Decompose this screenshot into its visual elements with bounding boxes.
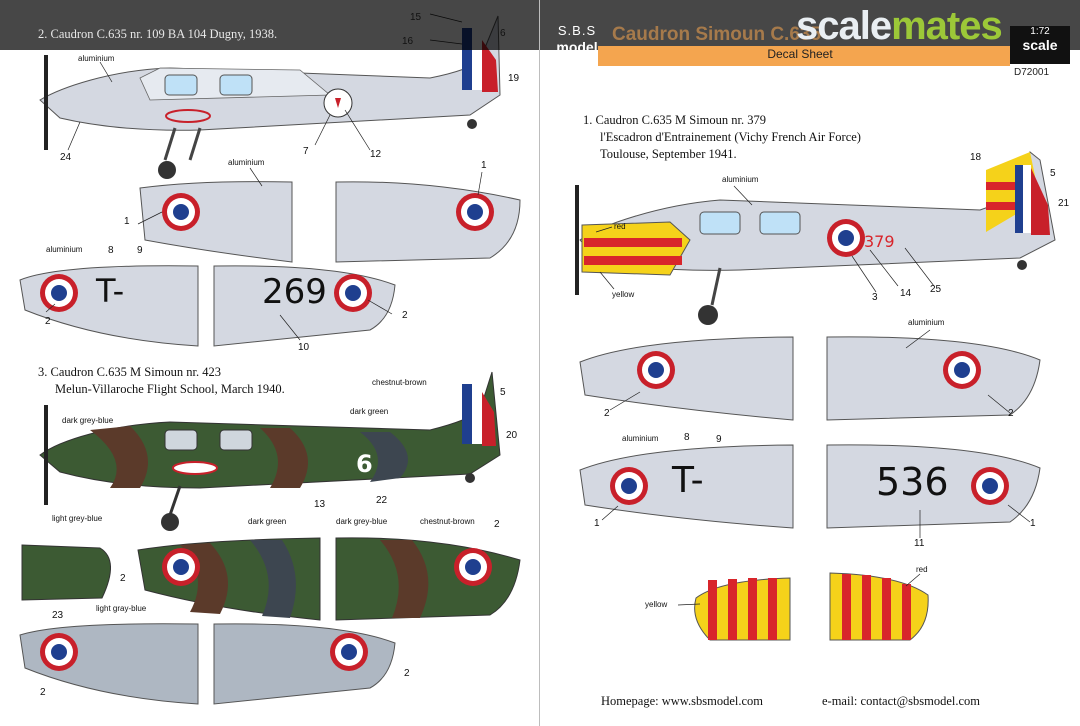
brand-line-1: S.B.S	[557, 23, 597, 38]
brand-line-2: model	[556, 39, 598, 55]
s1-callout-aluminium-c: aluminium	[622, 434, 659, 443]
s2-num-19: 19	[508, 73, 520, 84]
s1-num-14: 14	[900, 288, 912, 299]
s3-callout-light-grey-blue-a: light grey-blue	[52, 514, 103, 523]
s2-num-16: 16	[402, 36, 414, 47]
s3-num-23: 23	[52, 610, 64, 621]
s1-callout-aluminium-b: aluminium	[908, 318, 945, 327]
aircraft-2-upper-wings	[139, 181, 521, 263]
aircraft-2-side-view	[39, 15, 501, 179]
sbs-model-logo: S.B.S model	[552, 23, 602, 63]
watermark-part-1: scale	[796, 4, 892, 48]
s1-num-2b: 2	[1008, 408, 1014, 419]
s3-callout-light-grey-blue-b: light gray-blue	[96, 604, 147, 613]
s1-callout-red-a: red	[614, 222, 626, 231]
s3-num-2a: 2	[120, 573, 126, 584]
kit-title: Caudron Simoun C.635	[612, 24, 822, 45]
scalemates-watermark: scalemates	[796, 4, 1003, 49]
s1-callout-yellow-b: yellow	[645, 600, 668, 609]
s2-num-8: 8	[108, 245, 114, 256]
s2-num-15: 15	[410, 12, 422, 23]
s1-wing-number: 536	[876, 460, 949, 504]
aircraft-1-rudder-stripes	[694, 572, 929, 641]
column-divider	[539, 0, 540, 726]
s2-num-12: 12	[370, 149, 382, 160]
footer-homepage: Homepage: www.sbsmodel.com	[601, 694, 764, 708]
aircraft-1-lower-wings	[579, 444, 1041, 529]
s1-num-9: 9	[716, 434, 722, 445]
s2-num-6: 6	[500, 28, 506, 39]
s3-callout-dark-grey-blue-a: dark grey-blue	[62, 416, 114, 425]
s2-wing-letter: T-	[96, 272, 125, 310]
s3-callout-chestnut-b: chestnut-brown	[420, 517, 475, 526]
scheme-3-heading: 3. Caudron C.635 M Simoun nr. 423 Melun-…	[38, 364, 285, 398]
scheme-2-heading: 2. Caudron C.635 nr. 109 BA 104 Dugny, 1…	[38, 27, 278, 41]
s1-num-1b: 1	[1030, 518, 1036, 529]
s2-num-1b: 1	[481, 160, 487, 171]
s3-num-22: 22	[376, 495, 388, 506]
s2-num-1a: 1	[124, 216, 130, 227]
scheme-1-line-3: Toulouse, September 1941.	[600, 147, 737, 161]
scale-line-1: 1:72	[1030, 26, 1050, 37]
s2-num-7: 7	[303, 146, 309, 157]
s1-num-2a: 2	[604, 408, 610, 419]
s2-num-2b: 2	[402, 310, 408, 321]
orange-title-band	[598, 46, 1010, 66]
s2-num-9: 9	[137, 245, 143, 256]
s3-num-5: 5	[500, 387, 506, 398]
product-code: D72001	[1014, 67, 1050, 78]
s1-num-18: 18	[970, 152, 982, 163]
s3-num-13: 13	[314, 499, 326, 510]
aircraft-1-upper-wings	[579, 336, 1041, 421]
s3-num-2b: 2	[494, 519, 500, 530]
s3-callout-dark-green-a: dark green	[350, 407, 389, 416]
s2-callout-aluminium-b: aluminium	[228, 158, 265, 167]
scheme-1-line-1: 1. Caudron C.635 M Simoun nr. 379	[583, 113, 766, 127]
s1-callout-red-b: red	[916, 565, 928, 574]
s3-callout-dark-green-b: dark green	[248, 517, 287, 526]
s1-num-21: 21	[1058, 198, 1070, 209]
scheme-1-line-2: l'Escadron d'Entrainement (Vichy French …	[600, 130, 861, 144]
aircraft-3-cowling-and-wings	[19, 537, 521, 705]
s2-callout-aluminium-a: aluminium	[78, 54, 115, 63]
s1-wing-letter: T-	[672, 460, 704, 501]
s2-callout-aluminium-c: aluminium	[46, 245, 83, 254]
scale-line-2: scale	[1022, 37, 1058, 53]
s2-wing-number: 269	[262, 272, 327, 312]
s3-num-2d: 2	[404, 668, 410, 679]
s1-num-11: 11	[914, 538, 925, 549]
scale-logo: 1:72 scale	[1010, 26, 1070, 64]
s2-num-24: 24	[60, 152, 72, 163]
decal-sheet-label: Decal Sheet	[767, 47, 833, 61]
s2-num-2a: 2	[45, 316, 51, 327]
footer-email: e-mail: contact@sbsmodel.com	[822, 694, 980, 708]
aircraft-2-lower-wings	[19, 265, 396, 347]
s1-num-1a: 1	[594, 518, 600, 529]
s1-num-8: 8	[684, 432, 690, 443]
s1-fuselage-code: 379	[864, 232, 895, 251]
aircraft-1-side-view	[575, 151, 1056, 325]
s3-callout-chestnut-a: chestnut-brown	[372, 378, 427, 387]
watermark-part-2: mates	[891, 4, 1003, 48]
scheme-1-heading: 1. Caudron C.635 M Simoun nr. 379 l'Esca…	[583, 112, 861, 163]
s1-num-25: 25	[930, 284, 942, 295]
scheme-3-line-2: Melun-Villaroche Flight School, March 19…	[55, 382, 285, 396]
s1-callout-aluminium-a: aluminium	[722, 175, 759, 184]
s2-num-10: 10	[298, 342, 310, 353]
s3-callout-dark-grey-blue-b: dark grey-blue	[336, 517, 388, 526]
s1-num-3: 3	[872, 292, 878, 303]
top-banner	[0, 0, 1080, 50]
s3-num-20: 20	[506, 430, 518, 441]
scheme-3-line-1: 3. Caudron C.635 M Simoun nr. 423	[38, 365, 221, 379]
s1-callout-yellow-a: yellow	[612, 290, 635, 299]
s1-num-5: 5	[1050, 168, 1056, 179]
s3-fuselage-number: 6	[356, 450, 373, 478]
s3-num-2c: 2	[40, 687, 46, 698]
aircraft-3-side-view	[39, 371, 501, 531]
